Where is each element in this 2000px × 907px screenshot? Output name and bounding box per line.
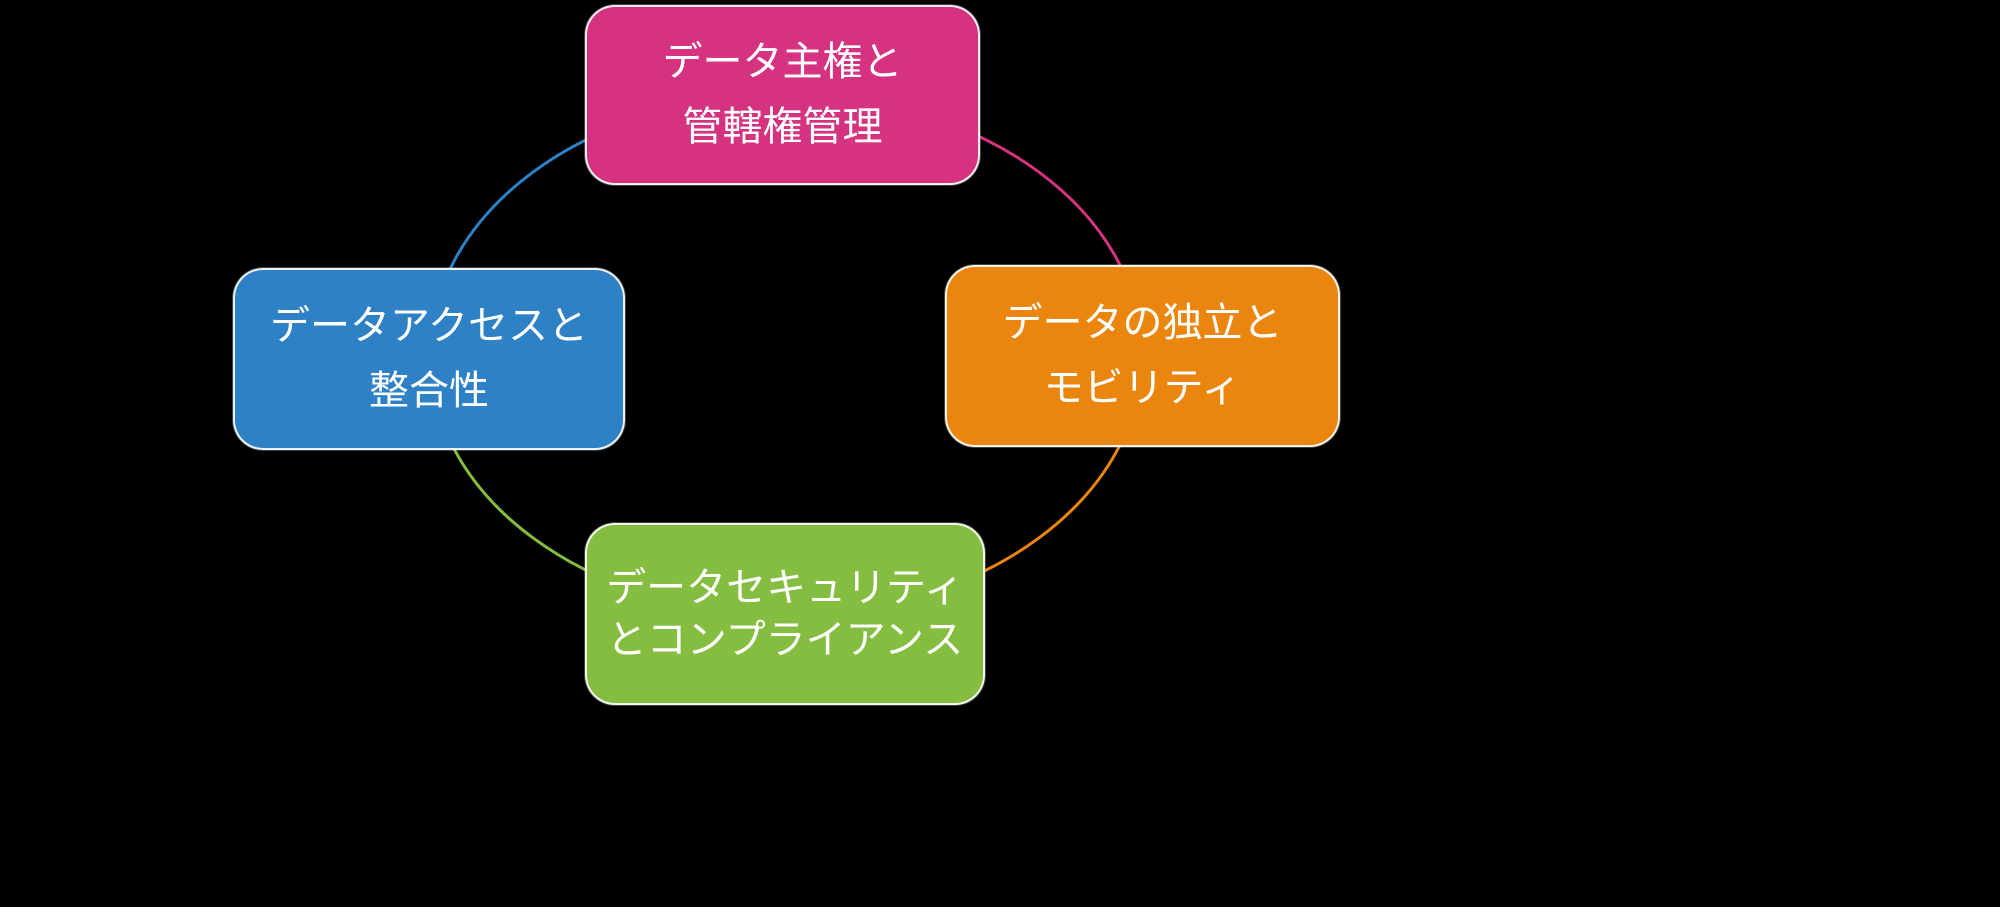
node-label-line: 管轄権管理 bbox=[682, 105, 883, 149]
node-data-access-integrity: データアクセスと 整合性 bbox=[233, 268, 625, 450]
node-label-line: データ主権と bbox=[662, 40, 903, 85]
node-data-sovereignty: データ主権と 管轄権管理 bbox=[585, 5, 980, 185]
node-data-security-compliance: データセキュリティ とコンプライアンス bbox=[585, 523, 985, 705]
node-label-line: データアクセスと bbox=[270, 304, 588, 349]
node-label-line: データセキュリティ bbox=[606, 566, 964, 610]
node-label-line: データの独立と bbox=[1002, 301, 1283, 346]
node-label-line: モビリティ bbox=[1043, 366, 1242, 410]
node-label-line: とコンプライアンス bbox=[606, 618, 964, 662]
node-data-independence-mobility: データの独立と モビリティ bbox=[945, 265, 1340, 447]
node-label-line: 整合性 bbox=[369, 369, 489, 413]
